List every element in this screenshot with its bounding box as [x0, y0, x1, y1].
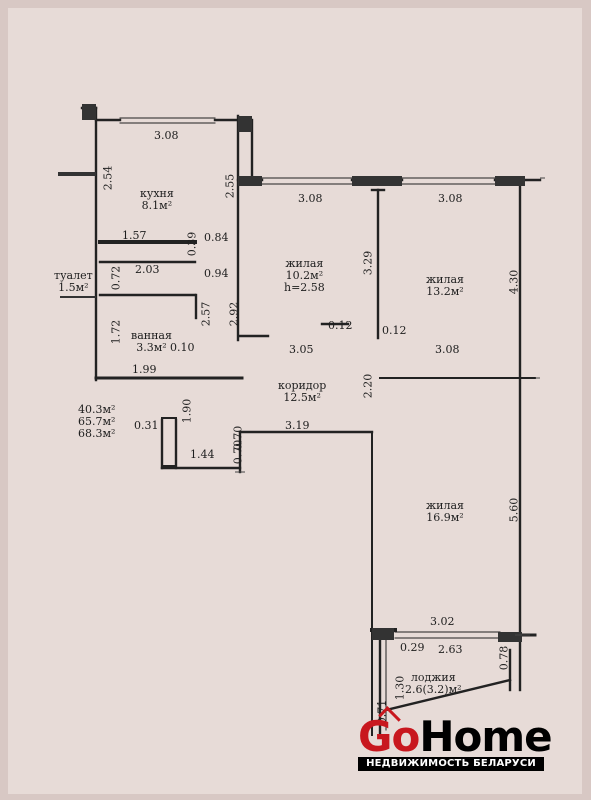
dim-label: 3.02 [430, 615, 455, 628]
dim-label: 0.84 [204, 231, 229, 244]
room-living-3-name: жилая [426, 499, 464, 512]
dim-label: 3.08 [154, 129, 179, 142]
room-living-1-name: жилая [285, 257, 324, 270]
room-bath-name: ванная [131, 329, 172, 342]
dim-label: 1.72 [109, 319, 123, 345]
room-corridor: коридор 12.5м² [278, 380, 326, 404]
dim-label: 4.30 [507, 269, 521, 295]
dim-label: 1.44 [190, 448, 215, 461]
room-living-3: жилая 16.9м² [426, 500, 464, 524]
area-total-living: 40.3м² [78, 403, 116, 416]
room-toilet: туалет 1.5м² [54, 270, 93, 294]
room-loggia: лоджия 2.6(3.2)м² [405, 672, 462, 696]
room-kitchen: кухня 8.1м² [140, 188, 174, 212]
brand-logo: GoHome НЕДВИЖИМОСТЬ БЕЛАРУСИ [358, 706, 553, 775]
area-totals: 40.3м² 65.7м² 68.3м² [78, 404, 115, 440]
room-living-2-name: жилая [426, 273, 464, 286]
room-toilet-name: туалет [54, 269, 93, 282]
room-living-2: жилая 13.2м² [426, 274, 464, 298]
dim-label: 0.94 [204, 267, 229, 280]
dim-label: 2.92 [227, 301, 241, 327]
room-living-3-area: 16.9м² [426, 511, 464, 524]
dim-label: 0.12 [328, 319, 353, 332]
room-living-2-area: 13.2м² [426, 285, 464, 298]
dim-label: 0.29 [400, 641, 425, 654]
room-living-1-area: 10.2м² [285, 269, 324, 282]
room-living-1: жилая 10.2м² h=2.58 [284, 258, 325, 294]
room-kitchen-area: 8.1м² [141, 199, 173, 212]
dim-label: 3.08 [298, 192, 323, 205]
dim-label: 0.12 [382, 324, 407, 337]
brand-tagline: НЕДВИЖИМОСТЬ БЕЛАРУСИ [358, 757, 544, 771]
dim-label: 0.78 [497, 645, 511, 671]
dim-label: 3.08 [438, 192, 463, 205]
brand-name: GoHome [358, 712, 553, 761]
room-corridor-area: 12.5м² [283, 391, 321, 404]
room-kitchen-name: кухня [140, 187, 174, 200]
area-total-with-loggia: 68.3м² [78, 427, 116, 440]
dim-label: 1.90 [180, 398, 194, 424]
dim-label: 0.10 [170, 341, 195, 354]
dim-label: 5.60 [507, 497, 521, 523]
room-living-1-height: h=2.58 [284, 281, 325, 294]
dim-label: 2.63 [438, 643, 463, 656]
dim-label: 3.08 [435, 343, 460, 356]
dim-label: 1.99 [132, 363, 157, 376]
room-bath: ванная 3.3м² [131, 330, 172, 354]
area-total-general: 65.7м² [78, 415, 116, 428]
room-loggia-name: лоджия [410, 671, 456, 684]
brand-name-home: Home [419, 712, 552, 761]
paper-sheet [8, 8, 582, 794]
dim-label: 0.70 [231, 439, 245, 465]
dim-label: 2.03 [135, 263, 160, 276]
dim-label: 0.39 [185, 231, 199, 257]
dim-label: 2.54 [101, 165, 115, 191]
room-toilet-area: 1.5м² [58, 281, 89, 294]
room-bath-area: 3.3м² [136, 341, 167, 354]
dim-label: 0.31 [134, 419, 159, 432]
dim-label: 3.05 [289, 343, 314, 356]
dim-label: 3.29 [361, 250, 375, 276]
brand-name-go: Go [358, 712, 420, 761]
room-corridor-name: коридор [278, 379, 327, 392]
dim-label: 2.55 [223, 173, 237, 199]
dim-label: 1.57 [122, 229, 147, 242]
room-loggia-area: 2.6(3.2)м² [405, 683, 462, 696]
dim-label: 2.57 [199, 301, 213, 327]
dim-label: 3.19 [285, 419, 310, 432]
dim-label: 1.30 [393, 675, 407, 701]
dim-label: 2.20 [361, 373, 375, 399]
dim-label: 0.72 [109, 265, 123, 291]
